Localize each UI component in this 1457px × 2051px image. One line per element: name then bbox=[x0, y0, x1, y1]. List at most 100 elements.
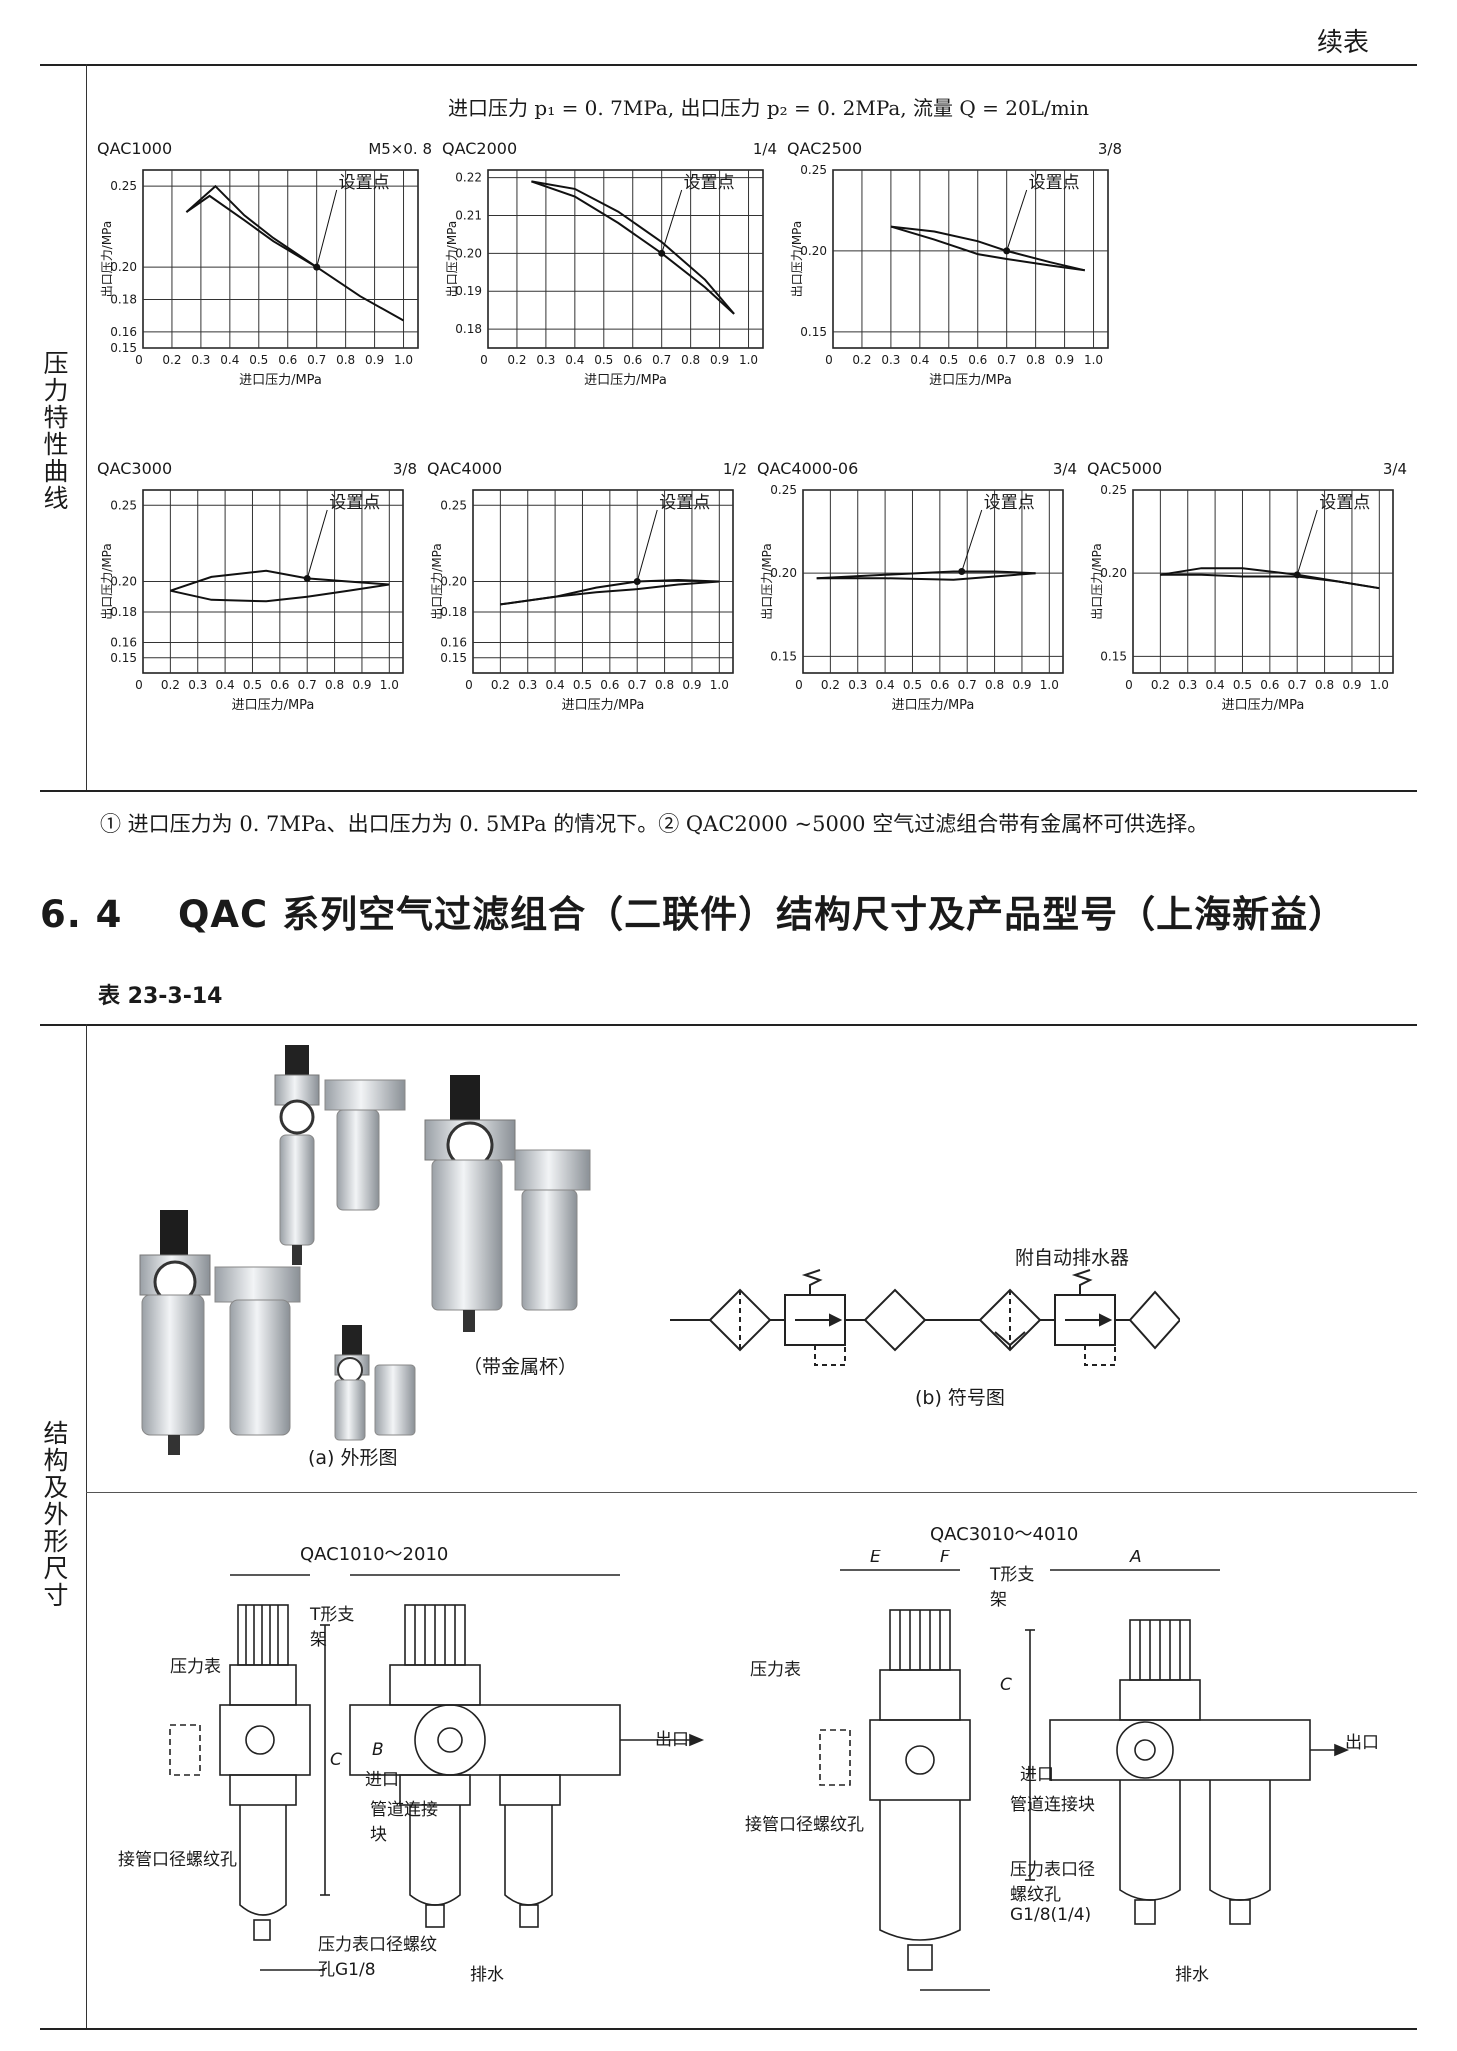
x-tick-label: 0.2 bbox=[852, 353, 871, 367]
set-point-marker bbox=[633, 578, 641, 585]
svg-text:E: E bbox=[250, 1565, 261, 1568]
x-tick-label: 0.4 bbox=[220, 353, 239, 367]
x-tick-label: 0.6 bbox=[930, 678, 949, 692]
x-tick-label: 0.9 bbox=[352, 678, 371, 692]
x-tick-label: 0.7 bbox=[1288, 678, 1307, 692]
x-tick-label: 0.2 bbox=[1151, 678, 1170, 692]
x-tick-label: 1.0 bbox=[1370, 678, 1389, 692]
x-tick-label: 0.5 bbox=[1233, 678, 1252, 692]
x-tick-label: 0 bbox=[135, 353, 143, 367]
y-tick-label: 0.18 bbox=[110, 605, 137, 619]
y-tick-label: 0.15 bbox=[1100, 649, 1127, 663]
x-tick-label: 0.7 bbox=[997, 353, 1016, 367]
x-tick-label: 0.4 bbox=[546, 678, 565, 692]
auto-drain-label: 附自动排水器 bbox=[1015, 1247, 1130, 1269]
x-axis-label: 进口压力/MPa bbox=[892, 698, 975, 713]
y-axis-label: 出口压力/MPa bbox=[100, 543, 114, 619]
table-label: 表 23-3-14 bbox=[98, 984, 223, 1009]
d2-pipe-block: 管道连接块 bbox=[1010, 1795, 1095, 1815]
x-tick-label: 0 bbox=[135, 678, 143, 692]
section-heading: QAC 系列空气过滤组合（二联件）结构尺寸及产品型号（上海新益） bbox=[177, 893, 1347, 936]
y-axis-label: 出口压力/MPa bbox=[100, 221, 114, 297]
svg-text:A: A bbox=[489, 1565, 502, 1568]
set-point-marker bbox=[303, 574, 311, 582]
x-tick-label: 0.3 bbox=[1178, 678, 1197, 692]
x-tick-label: 0.5 bbox=[243, 678, 262, 692]
x-tick-label: 0.9 bbox=[682, 678, 701, 692]
x-axis-label: 进口压力/MPa bbox=[584, 373, 667, 388]
x-tick-label: 0.6 bbox=[968, 353, 987, 367]
structure-mid-rule bbox=[86, 1492, 1417, 1493]
y-tick-label: 0.20 bbox=[1100, 566, 1127, 580]
set-point-label: 设置点 bbox=[1319, 493, 1370, 513]
x-tick-label: 0.7 bbox=[958, 678, 977, 692]
test-condition: 进口压力 p₁ = 0. 7MPa, 出口压力 p₂ = 0. 2MPa, 流量… bbox=[448, 96, 1089, 120]
x-tick-label: 1.0 bbox=[394, 353, 413, 367]
series-line-2 bbox=[890, 225, 1085, 272]
x-tick-label: 0.6 bbox=[1260, 678, 1279, 692]
set-point-label: 设置点 bbox=[1029, 173, 1080, 193]
y-tick-label: 0.25 bbox=[440, 498, 467, 512]
y-tick-label: 0.20 bbox=[770, 566, 797, 580]
x-tick-label: 0.6 bbox=[600, 678, 619, 692]
x-tick-label: 0.3 bbox=[191, 353, 210, 367]
x-tick-label: 0.7 bbox=[628, 678, 647, 692]
y-tick-label: 0.20 bbox=[110, 575, 137, 589]
set-point-leader bbox=[306, 509, 328, 579]
y-tick-label: 0.18 bbox=[110, 292, 137, 306]
y-axis-label: 出口压力/MPa bbox=[1090, 543, 1104, 619]
y-tick-label: 0.15 bbox=[110, 651, 137, 665]
x-tick-label: 0.8 bbox=[1026, 353, 1045, 367]
x-axis-label: 进口压力/MPa bbox=[562, 698, 645, 713]
y-tick-label: 0.16 bbox=[110, 636, 137, 650]
svg-text:F: F bbox=[295, 1565, 305, 1568]
plot-frame bbox=[487, 169, 764, 349]
svg-text:F: F bbox=[940, 1550, 950, 1567]
x-tick-label: 0.7 bbox=[652, 353, 671, 367]
x-tick-label: 1.0 bbox=[380, 678, 399, 692]
x-tick-label: 0.9 bbox=[1342, 678, 1361, 692]
chart-title: QAC4000-06 bbox=[757, 459, 858, 478]
y-axis-label: 出口压力/MPa bbox=[760, 543, 774, 619]
y-tick-label: 0.25 bbox=[110, 179, 137, 193]
x-tick-label: 0.5 bbox=[903, 678, 922, 692]
x-tick-label: 1.0 bbox=[739, 353, 758, 367]
x-tick-label: 0 bbox=[480, 353, 488, 367]
x-tick-label: 0.6 bbox=[278, 353, 297, 367]
d2-pipe-thread: 接管口径螺纹孔 bbox=[745, 1815, 864, 1835]
y-tick-label: 0.15 bbox=[110, 341, 137, 355]
plot-frame bbox=[802, 489, 1064, 674]
y-axis-label: 出口压力/MPa bbox=[445, 221, 459, 297]
x-tick-label: 1.0 bbox=[1040, 678, 1059, 692]
chart-port: 3/4 bbox=[1383, 460, 1407, 478]
chart-port: 3/8 bbox=[393, 460, 417, 478]
pressure-section-label: 压力特性曲线 bbox=[40, 350, 69, 512]
x-tick-label: 0.2 bbox=[491, 678, 510, 692]
d2-gauge-thread: 压力表口径螺纹孔G1/8(1/4) bbox=[1010, 1860, 1095, 1925]
photo-unit-2 bbox=[139, 1210, 301, 1455]
x-tick-label: 0.8 bbox=[681, 353, 700, 367]
x-tick-label: 0 bbox=[795, 678, 803, 692]
table2-bottom-rule bbox=[40, 2028, 1417, 2030]
x-tick-label: 0.9 bbox=[1012, 678, 1031, 692]
set-point-label: 设置点 bbox=[329, 493, 380, 513]
x-tick-label: 0.8 bbox=[1315, 678, 1334, 692]
set-point-leader bbox=[661, 189, 683, 254]
set-point-leader bbox=[316, 189, 338, 268]
series-line-2 bbox=[170, 583, 390, 603]
series-line-1 bbox=[531, 180, 735, 315]
d1-outlet: 出口 bbox=[655, 1730, 689, 1750]
d2-inlet: 进口 bbox=[1020, 1765, 1054, 1785]
set-point-label: 设置点 bbox=[984, 493, 1035, 513]
x-tick-label: 0 bbox=[825, 353, 833, 367]
series-line-1 bbox=[185, 184, 404, 322]
x-tick-label: 0 bbox=[1125, 678, 1133, 692]
